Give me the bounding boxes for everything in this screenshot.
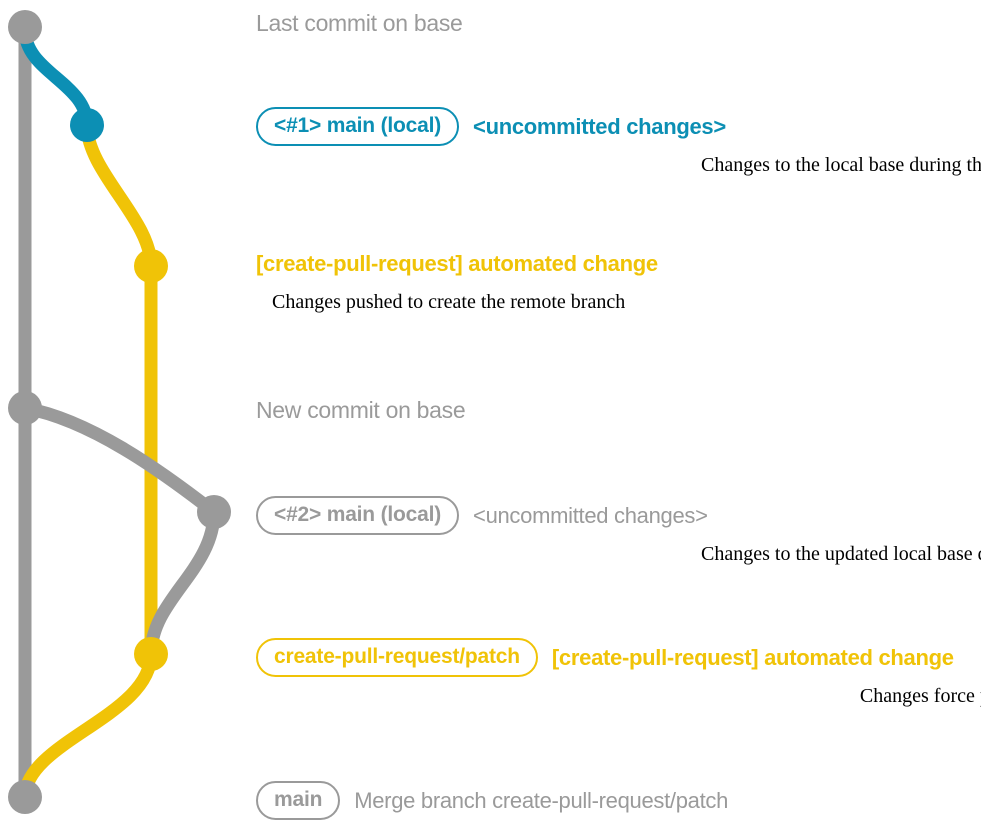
branch-ref-pill[interactable]: create-pull-request/patch: [256, 638, 538, 677]
section-heading: Last commit on base: [256, 10, 463, 36]
commit-message: <uncommitted changes>: [473, 503, 708, 528]
commit-row-commit-1: <#1> main (local) <uncommitted changes> Ch…: [256, 107, 981, 175]
commit-message: [create-pull-request] automated change: [551, 645, 954, 670]
commit-row-last-commit-on-base: Last commit on base: [256, 12, 463, 35]
commit-description: Changes force pushed to update the remot…: [859, 685, 981, 707]
edge-patch-to-merge: [18, 647, 158, 804]
commit-node-local-1: [70, 108, 104, 142]
edge-base-to-local-2: [18, 401, 221, 519]
commit-node-patch-1: [134, 249, 168, 283]
section-heading: New commit on base: [256, 397, 466, 423]
commit-description: Changes pushed to create the remote bran…: [272, 291, 626, 313]
commit-node-patch-2: [134, 637, 168, 671]
commit-description: Changes to the updated local base during…: [701, 543, 981, 565]
commit-row-commit-4: create-pull-request/patch [create-pull-re…: [256, 638, 981, 706]
commit-row-commit-5: main Merge branch create-pull-request/pat…: [256, 781, 728, 820]
edge-local-to-patch-1: [80, 118, 158, 273]
commit-text-block: <uncommitted changes> Changes to the loca…: [473, 107, 981, 176]
commit-description: Changes to the local base during the wor…: [701, 154, 981, 176]
commit-message: [create-pull-request] automated change: [256, 251, 658, 276]
edge-base-to-local-1: [18, 23, 94, 132]
commit-node-local-2: [197, 495, 231, 529]
branch-ref-pill[interactable]: <#1> main (local): [256, 107, 460, 146]
commit-text-block: <uncommitted changes> Changes to the upda…: [473, 496, 981, 565]
branch-ref-pill[interactable]: main: [256, 781, 341, 820]
branch-ref-pill[interactable]: <#2> main (local): [256, 496, 460, 535]
commit-row-commit-3: <#2> main (local) <uncommitted changes> Ch…: [256, 496, 981, 564]
commit-text-block: Merge branch create-pull-request/patch: [354, 781, 728, 812]
commit-node-merge: [8, 780, 42, 814]
commit-nodes: [8, 10, 231, 814]
commit-message: Merge branch create-pull-request/patch: [354, 788, 729, 813]
commit-row-new-commit-on-base: New commit on base: [256, 397, 466, 423]
commit-node-base-last: [8, 10, 42, 44]
commit-message: <uncommitted changes>: [473, 114, 726, 139]
commit-node-base-new: [8, 391, 42, 425]
edge-local-2-to-patch-2: [144, 505, 221, 661]
